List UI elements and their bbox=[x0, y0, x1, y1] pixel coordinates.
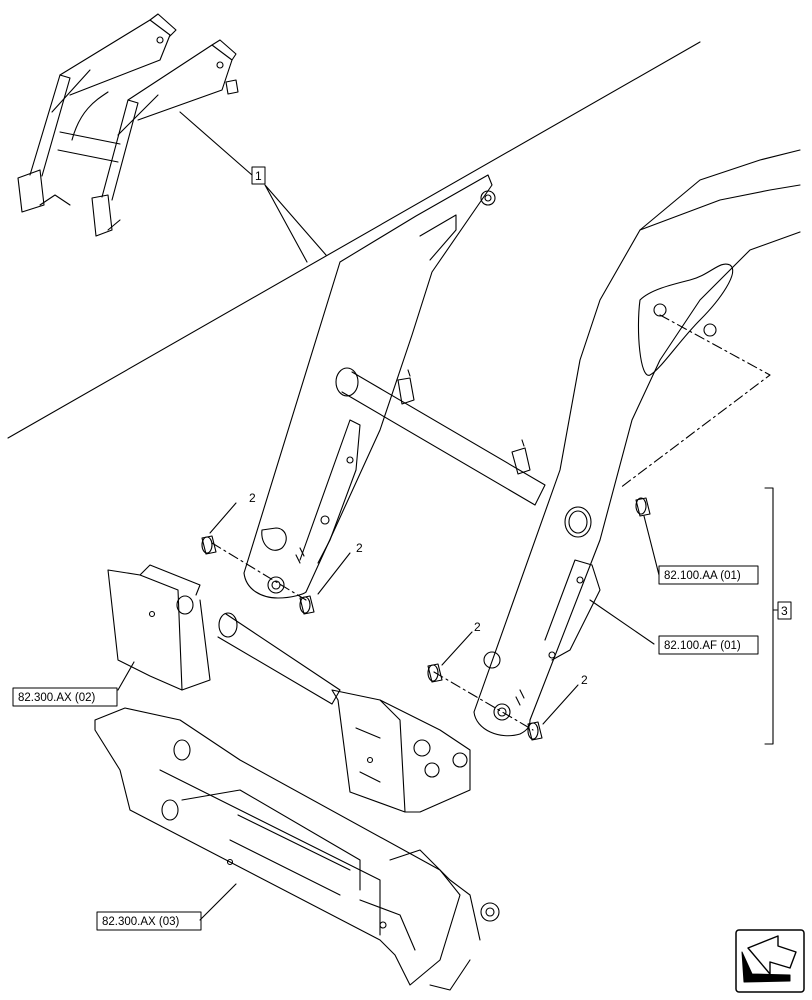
callout-box-1 bbox=[251, 166, 266, 185]
center-lines bbox=[211, 314, 771, 731]
ref-mount-frame-text[interactable]: 82.300.AX (03) bbox=[102, 916, 180, 928]
leader-mount-frame bbox=[199, 883, 237, 921]
ref-box-pin-main[interactable] bbox=[658, 565, 759, 585]
ref-bracket-lower-text[interactable]: 82.100.AF (01) bbox=[664, 640, 741, 652]
ref-mount-left-text[interactable]: 82.300.AX (02) bbox=[18, 692, 96, 704]
leader-line-1 bbox=[179, 111, 327, 263]
callout-2-label-a: 2 bbox=[249, 491, 256, 505]
leader-bracket-lower bbox=[589, 599, 655, 645]
callout-2-label-d: 2 bbox=[581, 673, 588, 687]
callout-3-label: 3 bbox=[781, 604, 788, 618]
ref-box-mount-left[interactable] bbox=[12, 687, 118, 707]
leader-mount-left bbox=[117, 661, 135, 691]
ref-box-mount-frame[interactable] bbox=[96, 911, 202, 931]
left-loader-arm bbox=[243, 174, 496, 599]
section-divider-line bbox=[7, 41, 701, 439]
ref-box-bracket-lower[interactable] bbox=[658, 635, 759, 655]
loader-thumbnail bbox=[17, 13, 239, 237]
callout-1-label: 1 bbox=[255, 169, 262, 183]
callout-box-3 bbox=[777, 601, 792, 620]
ref-pin-main-text[interactable]: 82.100.AA (01) bbox=[664, 570, 741, 582]
callout-2-label-c: 2 bbox=[474, 620, 481, 634]
leader-pin-main bbox=[643, 515, 660, 576]
bracket-3-span bbox=[764, 487, 778, 745]
right-loader-arm bbox=[473, 149, 801, 737]
cross-tube bbox=[335, 367, 546, 506]
callout-2-label-b: 2 bbox=[356, 541, 363, 555]
lower-mount-frame bbox=[94, 707, 500, 991]
pins bbox=[201, 497, 651, 741]
next-page-arrow-icon[interactable] bbox=[735, 929, 805, 993]
leader-lines-2 bbox=[209, 502, 579, 725]
mount-bracket-assembly bbox=[107, 564, 471, 813]
